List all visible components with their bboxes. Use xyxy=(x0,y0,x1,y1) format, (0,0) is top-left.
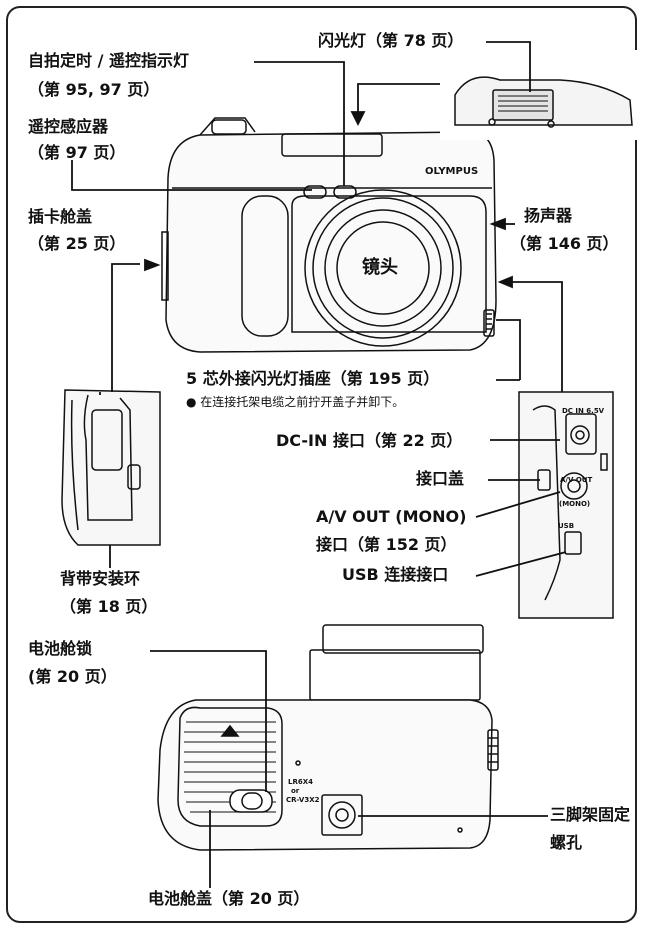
label-selftimer-page: （第 95, 97 页） xyxy=(28,80,160,99)
label-speaker-page: （第 146 页） xyxy=(510,234,619,253)
battery-marking-2: or xyxy=(291,787,300,795)
label-tripod-socket: 三脚架固定 xyxy=(550,805,631,824)
label-speaker: 扬声器 xyxy=(524,206,573,225)
label-battery-lock-page: (第 20 页） xyxy=(28,667,117,686)
label-tripod-socket-2: 螺孔 xyxy=(550,833,583,852)
strap-inset xyxy=(61,389,161,546)
brand-logo: OLYMPUS xyxy=(425,166,478,177)
label-usb: USB 连接接口 xyxy=(342,565,449,584)
camera-bottom-illustration xyxy=(157,624,499,851)
label-lens: 镜头 xyxy=(362,257,398,278)
label-strap-page: （第 18 页） xyxy=(60,597,158,616)
label-card-cover: 插卡舱盖 xyxy=(28,207,93,226)
bullet-icon: ● xyxy=(186,395,201,409)
label-remote-sensor: 遥控感应器 xyxy=(28,117,109,136)
label-card-cover-page: （第 25 页） xyxy=(28,234,126,253)
usb-marking: USB xyxy=(558,522,574,530)
flash-closeup xyxy=(440,50,640,140)
label-remote-page: （第 97 页） xyxy=(28,143,126,162)
label-battery-lock: 电池舱锁 xyxy=(28,639,93,658)
battery-marking-3: CR-V3X2 xyxy=(286,796,320,804)
label-av-out: A/V OUT (MONO) xyxy=(316,507,467,526)
label-flash-socket: 5 芯外接闪光灯插座（第 195 页） xyxy=(186,369,440,388)
av-out-marking: A/V OUT xyxy=(560,476,592,484)
leader-lines xyxy=(71,41,567,888)
dc-in-marking: DC IN 6.5V xyxy=(562,407,605,415)
label-strap-eyelet: 背带安装环 xyxy=(60,569,141,588)
battery-marking-1: LR6X4 xyxy=(288,778,313,786)
label-flash: 闪光灯（第 78 页） xyxy=(318,31,464,50)
page-frame xyxy=(6,6,637,923)
camera-front-illustration xyxy=(161,117,497,353)
label-selftimer-lamp: 自拍定时 / 遥控指示灯 xyxy=(28,51,189,70)
label-dc-in: DC-IN 接口（第 22 页） xyxy=(276,431,463,450)
flash-socket-note-text: 在连接托架电缆之前拧开盖子并卸下。 xyxy=(200,395,405,409)
flash-socket-note: ● 在连接托架电缆之前拧开盖子并卸下。 xyxy=(186,394,404,410)
label-av-out-page: 接口（第 152 页） xyxy=(316,535,457,554)
connector-panel-inset xyxy=(518,391,614,619)
mono-marking: (MONO) xyxy=(559,500,590,508)
label-battery-cover: 电池舱盖（第 20 页） xyxy=(148,889,310,908)
label-connector-cover: 接口盖 xyxy=(416,469,465,488)
